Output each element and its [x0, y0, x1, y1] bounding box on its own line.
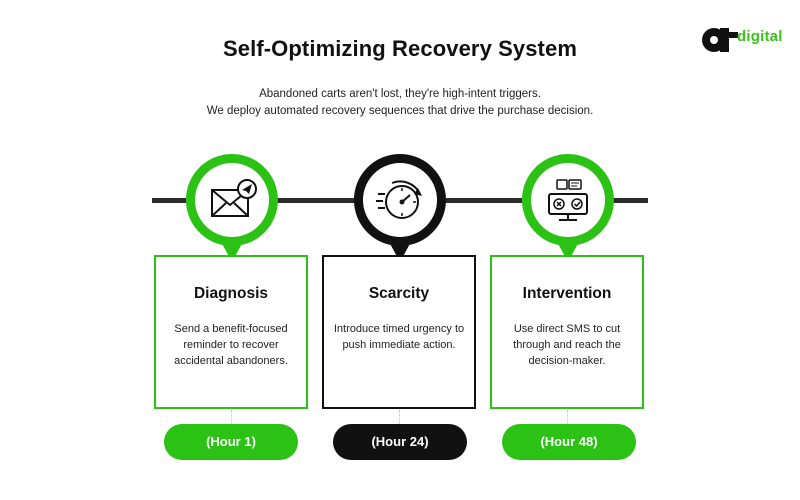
subtitle-line-1: Abandoned carts aren't lost, they're hig…	[259, 88, 541, 100]
connector-dots	[231, 410, 232, 426]
step-1-marker	[184, 152, 280, 264]
subtitle-line-2: We deploy automated recovery sequences t…	[206, 105, 594, 117]
step-description: Introduce timed urgency to push immediat…	[333, 323, 465, 351]
step-title: Scarcity	[368, 285, 430, 302]
step-description: Use direct SMS to cut through and reach …	[513, 323, 621, 367]
page-title: Self-Optimizing Recovery System	[223, 36, 577, 61]
connector-dots	[567, 410, 568, 426]
step-title: Intervention	[522, 285, 612, 302]
timing-pill-hour-48: (Hour 48)	[502, 424, 636, 460]
timing-pill-hour-24: (Hour 24)	[333, 424, 467, 460]
step-3-marker	[520, 152, 616, 264]
page-subtitle: Abandoned carts aren't lost, they're hig…	[0, 86, 800, 120]
at-logo-icon	[702, 28, 738, 52]
step-title: Diagnosis	[193, 285, 269, 302]
step-card-intervention: Intervention Use direct SMS to cut throu…	[490, 255, 644, 409]
connector-dots	[399, 410, 400, 426]
speed-timer-icon	[376, 180, 422, 219]
step-card-diagnosis: Diagnosis Send a benefit-focused reminde…	[154, 255, 308, 409]
sms-monitor-icon	[548, 179, 588, 221]
timing-pill-hour-1: (Hour 1)	[164, 424, 298, 460]
step-description: Send a benefit-focused reminder to recov…	[174, 323, 288, 367]
logo-text: digital	[737, 28, 783, 45]
step-2-marker	[352, 152, 448, 264]
step-card-scarcity: Scarcity Introduce timed urgency to push…	[322, 255, 476, 409]
email-send-icon	[211, 179, 257, 217]
